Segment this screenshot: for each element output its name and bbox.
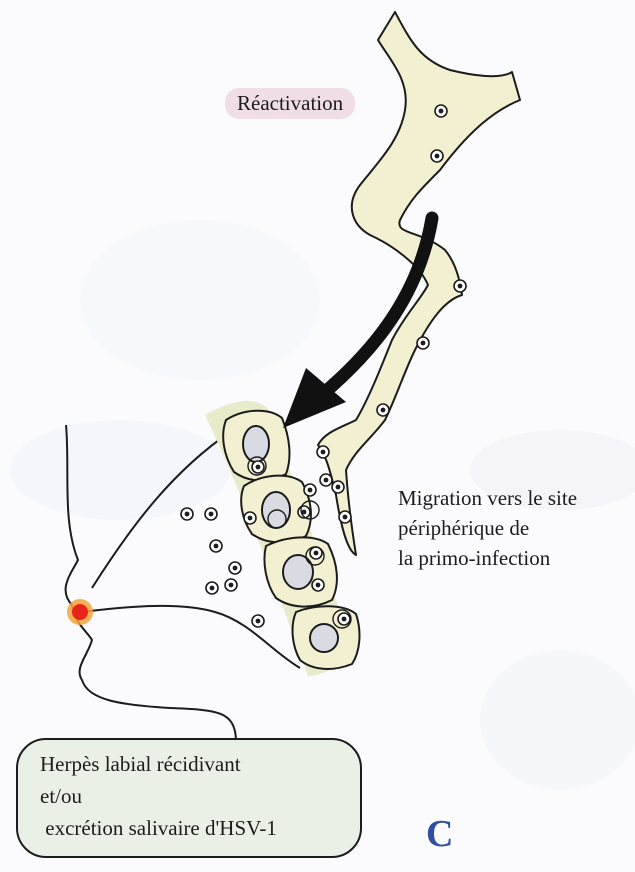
cell-nucleus bbox=[310, 624, 338, 652]
virion-core bbox=[381, 408, 386, 413]
cell-nucleus bbox=[283, 555, 313, 589]
virion-core bbox=[324, 478, 329, 483]
reactivation-label: Réactivation bbox=[225, 88, 355, 119]
virion-core bbox=[435, 154, 440, 159]
virion-core bbox=[214, 544, 219, 549]
virion-core bbox=[185, 512, 190, 517]
virion-core bbox=[321, 450, 326, 455]
virion-core bbox=[210, 586, 215, 591]
virion-core bbox=[256, 619, 261, 624]
mouth-line bbox=[82, 606, 300, 668]
virion-core bbox=[256, 465, 261, 470]
herpes-label: Herpès labial récidivant et/ou excrétion… bbox=[40, 748, 277, 844]
virion-core bbox=[209, 512, 214, 517]
virion-core bbox=[336, 485, 341, 490]
virion-core bbox=[229, 583, 234, 588]
virion-core bbox=[314, 551, 319, 556]
virion-core bbox=[248, 516, 253, 521]
virion-core bbox=[343, 515, 348, 520]
virion-core bbox=[458, 284, 463, 289]
panel-letter: C bbox=[426, 812, 453, 856]
virion-core bbox=[316, 583, 321, 588]
virion-core bbox=[421, 341, 426, 346]
virion-core bbox=[233, 566, 238, 571]
virion-core bbox=[342, 617, 347, 622]
migration-label: Migration vers le site périphérique de l… bbox=[398, 483, 577, 573]
virion-core bbox=[439, 109, 444, 114]
lesion-dot-icon bbox=[67, 599, 93, 625]
virion-core bbox=[308, 488, 313, 493]
